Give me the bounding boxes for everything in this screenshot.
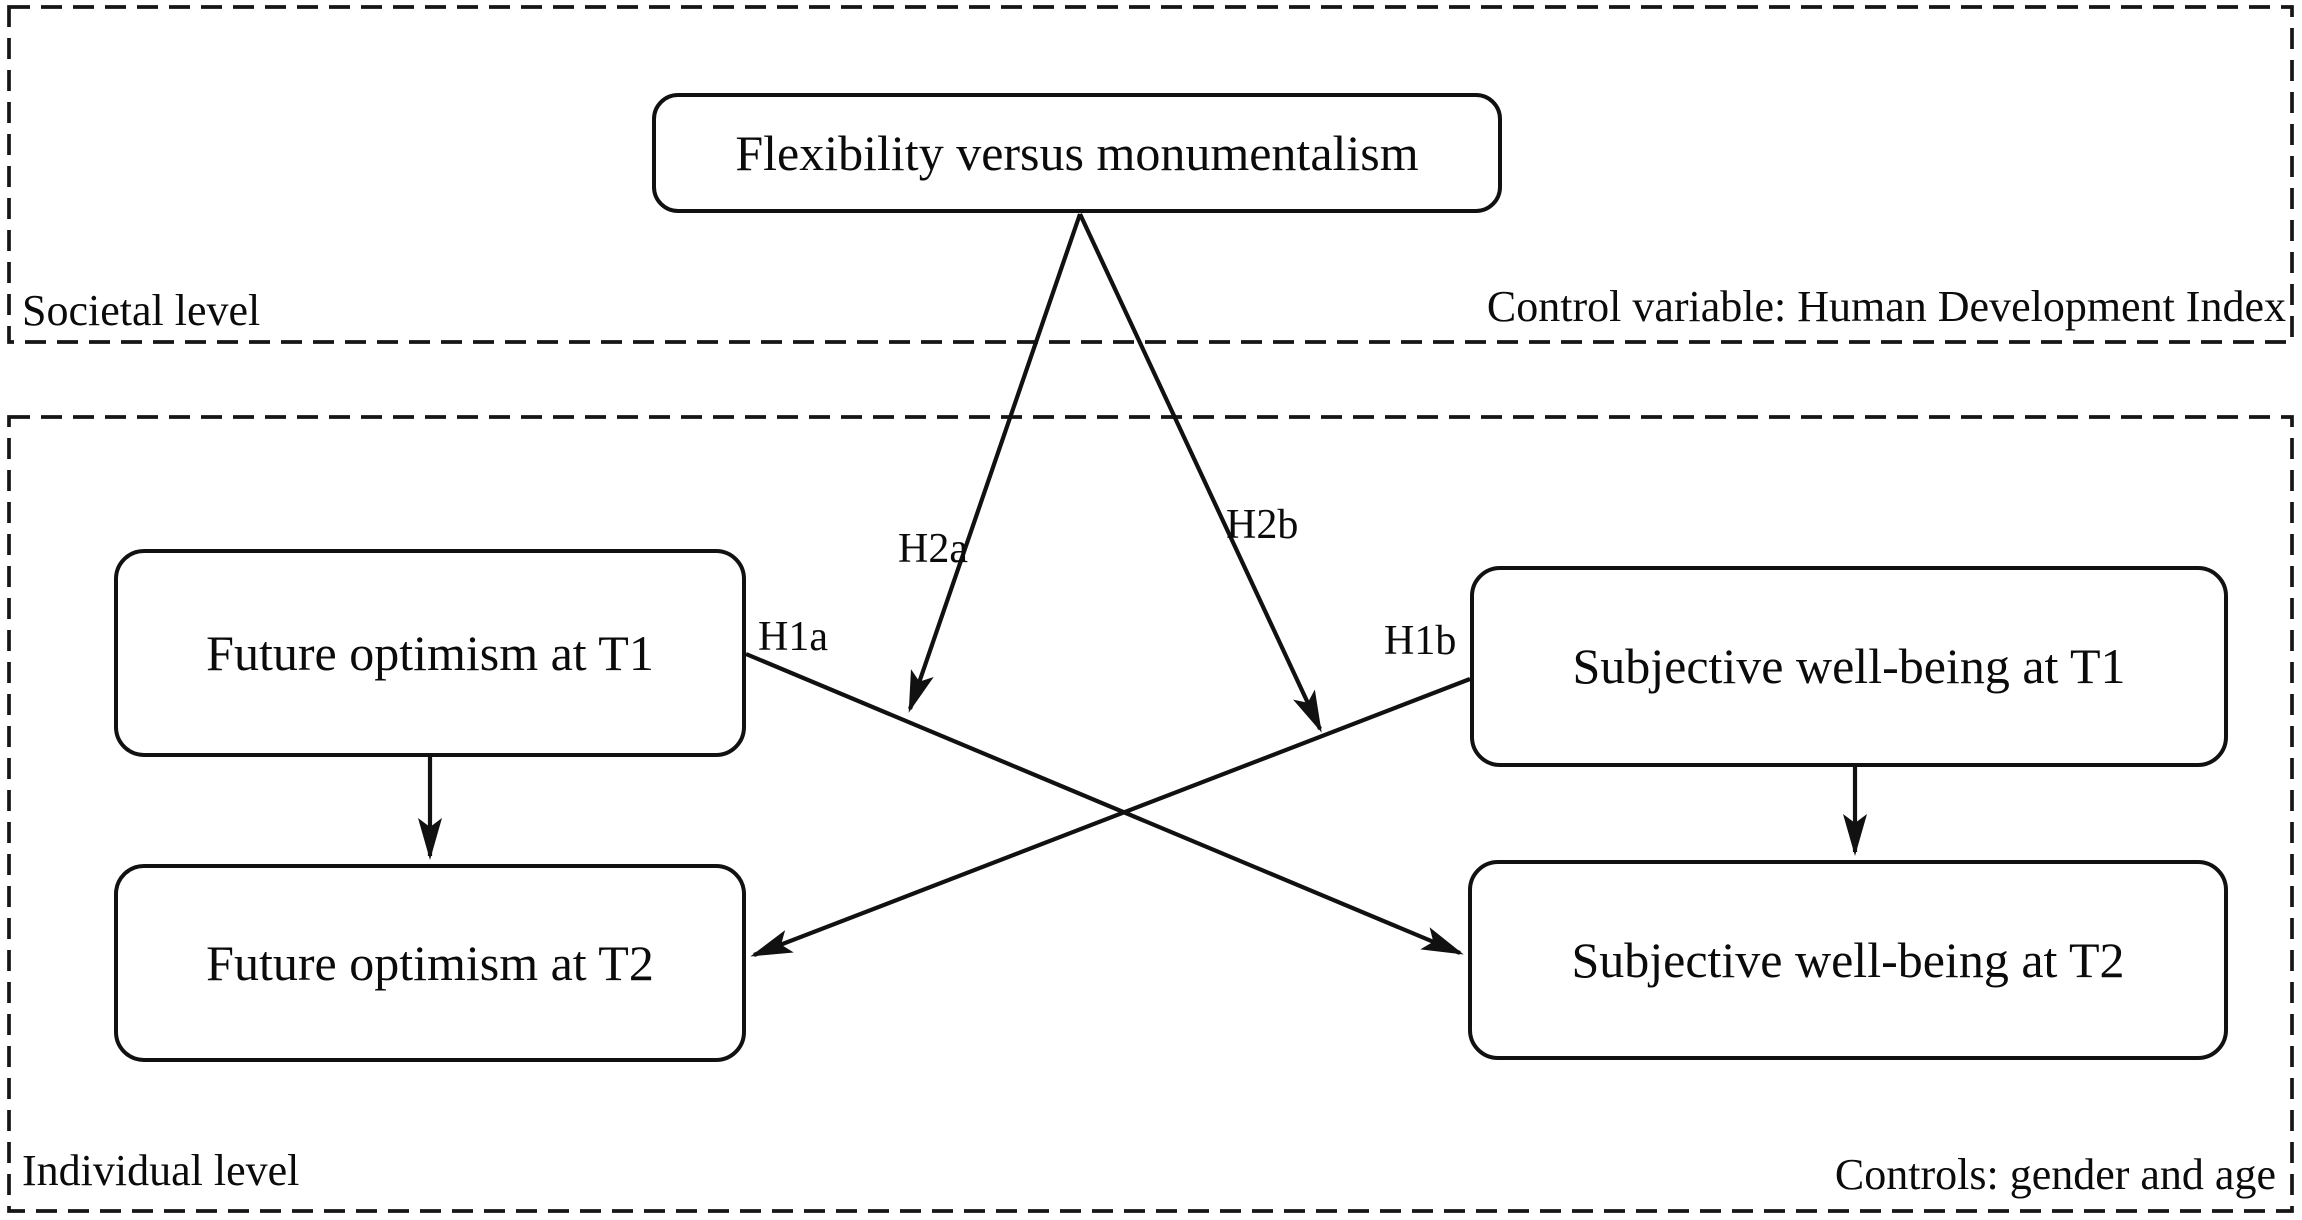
- box-future-optimism-t1: Future optimism at T1: [114, 549, 746, 757]
- societal-panel-frame: [7, 5, 2294, 344]
- box-flexibility-vs-monumentalism: Flexibility versus monumentalism: [652, 93, 1502, 213]
- individual-panel-frame: [7, 415, 2294, 1213]
- arrow-h2b-moderation: [1078, 213, 1322, 733]
- arrow-h2a-moderation: [908, 213, 1082, 713]
- individual-level-label: Individual level: [22, 1146, 300, 1195]
- arrow-h1a-fo1-to-swb2: [745, 652, 1464, 955]
- box-subjective-wellbeing-t2-label: Subjective well-being at T2: [1571, 931, 2125, 988]
- hypothesis-label-h2b: H2b: [1226, 502, 1299, 548]
- box-flexibility-label: Flexibility versus monumentalism: [735, 124, 1419, 181]
- box-future-optimism-t2-label: Future optimism at T2: [206, 934, 654, 991]
- hypothesis-label-h1a: H1a: [758, 614, 828, 660]
- box-future-optimism-t2: Future optimism at T2: [114, 864, 746, 1062]
- box-subjective-wellbeing-t1: Subjective well-being at T1: [1470, 566, 2228, 767]
- box-subjective-wellbeing-t2: Subjective well-being at T2: [1468, 860, 2228, 1060]
- hypothesis-label-h1b: H1b: [1384, 618, 1457, 664]
- box-future-optimism-t1-label: Future optimism at T1: [206, 624, 654, 681]
- societal-level-label: Societal level: [22, 286, 261, 335]
- hypothesis-label-h2a: H2a: [898, 526, 968, 572]
- box-subjective-wellbeing-t1-label: Subjective well-being at T1: [1572, 638, 2126, 694]
- controls-note: Controls: gender and age: [1834, 1150, 2276, 1199]
- control-variable-note: Control variable: Human Development Inde…: [1486, 282, 2286, 331]
- arrow-h1b-swb1-to-fo2: [750, 677, 1471, 957]
